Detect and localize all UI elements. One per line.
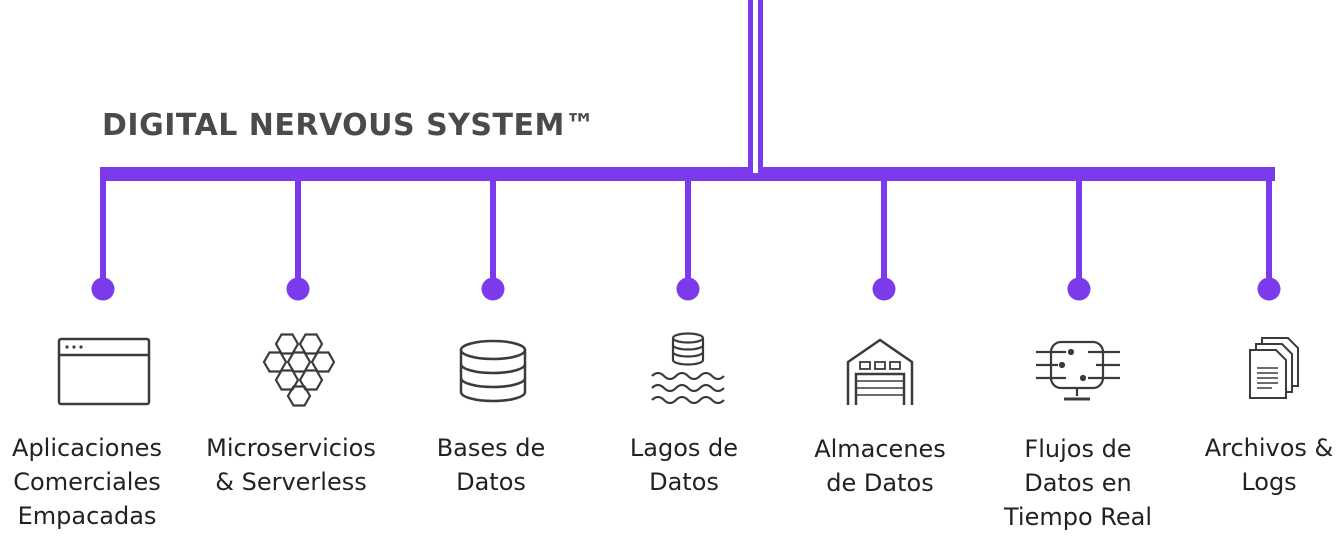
node-dot (481, 277, 505, 301)
hexagon-cell (310, 351, 336, 373)
branch-line (881, 176, 887, 288)
trunk-line-right (758, 0, 763, 172)
node-dot (1257, 277, 1281, 301)
branch-line (685, 176, 691, 288)
branch-line (100, 176, 106, 288)
files-icon (1249, 337, 1299, 399)
node-dot (872, 277, 896, 301)
bus-gap (753, 165, 758, 173)
hexagon-cluster-icon (262, 333, 336, 407)
diagram-title: DIGITAL NERVOUS SYSTEM™ (102, 108, 596, 143)
hexagon-cell (262, 351, 288, 373)
warehouse-icon (846, 338, 914, 405)
node-dot (286, 277, 310, 301)
data-stream-icon (1036, 340, 1120, 401)
branch-line (295, 176, 301, 288)
node-dot (91, 277, 115, 301)
hexagon-cell (274, 333, 300, 355)
browser-window-icon (57, 337, 151, 406)
node-label-microservicios: Microservicios & Serverless (206, 434, 376, 496)
branch-line (1076, 176, 1082, 288)
branch-line (1266, 176, 1272, 288)
hexagon-cell (286, 385, 312, 407)
branch-line (490, 176, 496, 288)
hexagon-cell (298, 369, 324, 391)
trunk-line-left (748, 0, 753, 172)
node-label-aplicaciones: Aplicaciones Comerciales Empacadas (12, 434, 162, 530)
bus-line (100, 167, 1275, 181)
data-lake-icon (651, 332, 725, 405)
node-dot (1067, 277, 1091, 301)
node-label-flujos-datos: Flujos de Datos en Tiempo Real (1003, 435, 1153, 531)
hexagon-cell (286, 351, 312, 373)
node-label-archivos-logs: Archivos & Logs (1204, 434, 1334, 496)
database-icon (459, 339, 527, 403)
node-label-bases-datos: Bases de Datos (436, 434, 546, 496)
hexagon-cell (298, 333, 324, 355)
node-label-almacenes-datos: Almacenes de Datos (814, 435, 946, 497)
node-label-lagos-datos: Lagos de Datos (629, 434, 739, 496)
node-dot (676, 277, 700, 301)
